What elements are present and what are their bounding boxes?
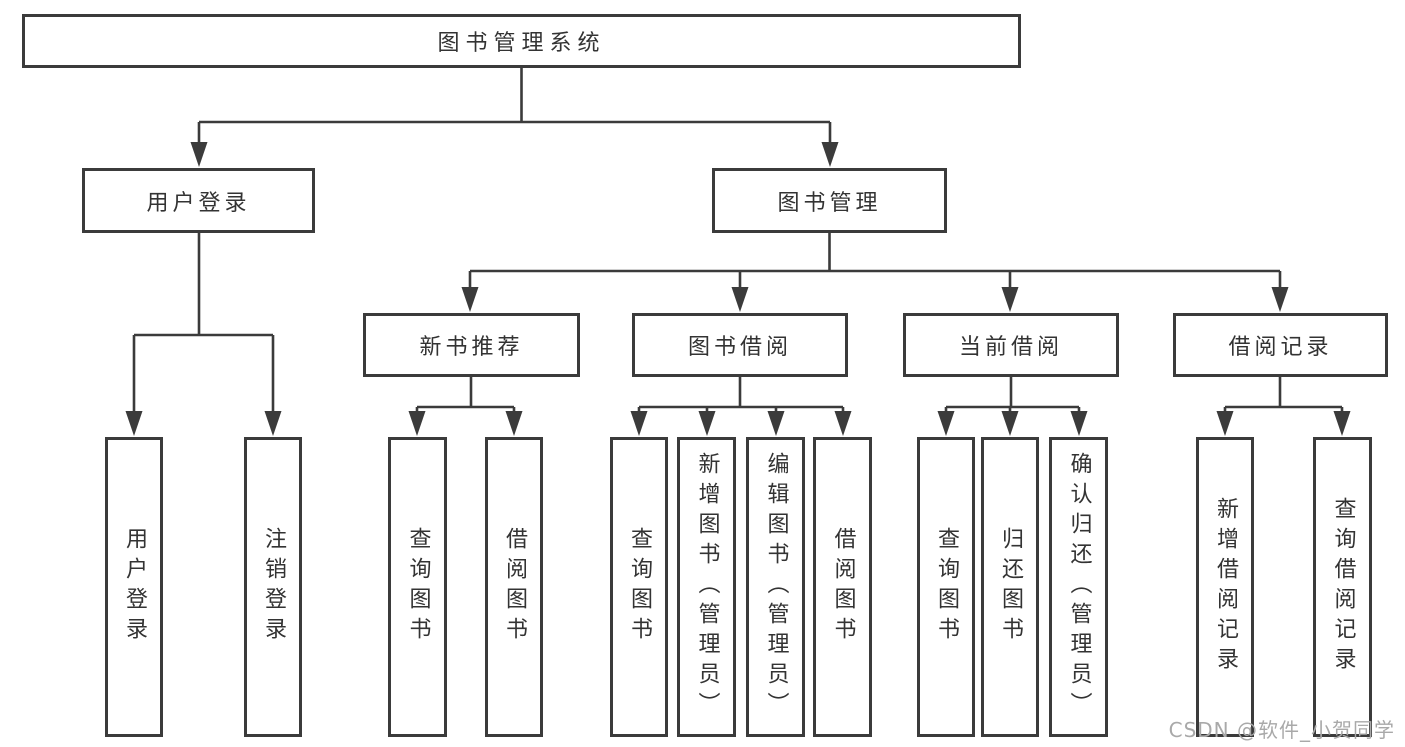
leaf-borrow-add-books-admin: 新增图书（管理员）: [677, 437, 736, 737]
leaf-current-confirm-return-admin: 确认归还（管理员）: [1049, 437, 1108, 737]
leaf-current-query-books: 查询图书: [917, 437, 975, 737]
csdn-watermark: CSDN @软件_小贺同学: [1168, 718, 1395, 742]
leaf-records-add-record: 新增借阅记录: [1196, 437, 1254, 737]
node-new-book-recommendation: 新书推荐: [363, 313, 580, 377]
leaf-user-login: 用户登录: [105, 437, 163, 737]
leaf-logout: 注销登录: [244, 437, 302, 737]
arrowheads: [125, 142, 1351, 436]
node-library-system: 图书管理系统: [22, 14, 1021, 68]
leaf-records-query-record: 查询借阅记录: [1313, 437, 1372, 737]
leaf-recommend-query-books: 查询图书: [388, 437, 447, 737]
leaf-borrow-borrow-books: 借阅图书: [813, 437, 872, 737]
leaf-recommend-borrow-books: 借阅图书: [485, 437, 543, 737]
node-book-management: 图书管理: [712, 168, 947, 233]
node-book-borrowing: 图书借阅: [632, 313, 848, 377]
leaf-borrow-query-books: 查询图书: [610, 437, 668, 737]
leaf-borrow-edit-books-admin: 编辑图书（管理员）: [746, 437, 805, 737]
node-user-login: 用户登录: [82, 168, 315, 233]
node-borrowing-records: 借阅记录: [1173, 313, 1388, 377]
node-current-borrowing: 当前借阅: [903, 313, 1119, 377]
leaf-current-return-books: 归还图书: [981, 437, 1039, 737]
